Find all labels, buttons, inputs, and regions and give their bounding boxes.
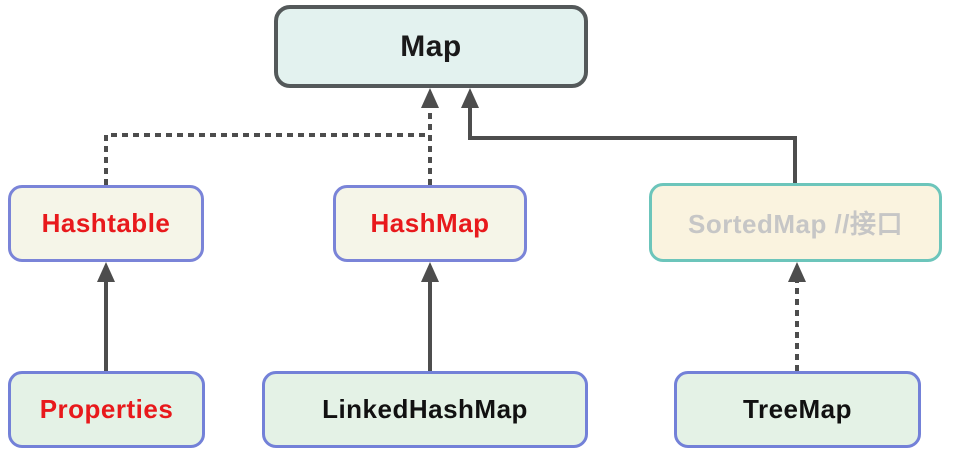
node-hashmap-label: HashMap <box>370 208 490 238</box>
node-linkedhashmap-label: LinkedHashMap <box>322 394 528 424</box>
arrowhead-up-icon <box>788 262 806 282</box>
node-properties-label: Properties <box>39 394 174 424</box>
node-map-label: Map <box>400 29 462 63</box>
arrowhead-up-icon <box>421 262 439 282</box>
edge-hashtable-to-map <box>104 133 430 185</box>
edge-sortedmap-to-map <box>468 104 797 183</box>
node-hashtable-label: Hashtable <box>41 208 171 238</box>
node-hashtable: Hashtable <box>8 185 204 262</box>
arrowhead-up-icon <box>421 88 439 108</box>
node-hashmap: HashMap <box>333 185 527 262</box>
arrowhead-up-icon <box>461 88 479 108</box>
node-treemap: TreeMap <box>674 371 921 448</box>
node-sortedmap-label: SortedMap //接口 <box>687 209 903 239</box>
node-properties: Properties <box>8 371 205 448</box>
node-map: Map <box>274 5 588 88</box>
node-linkedhashmap: LinkedHashMap <box>262 371 588 448</box>
node-sortedmap: SortedMap //接口 <box>649 183 942 262</box>
arrowhead-up-icon <box>97 262 115 282</box>
node-treemap-label: TreeMap <box>743 394 852 424</box>
